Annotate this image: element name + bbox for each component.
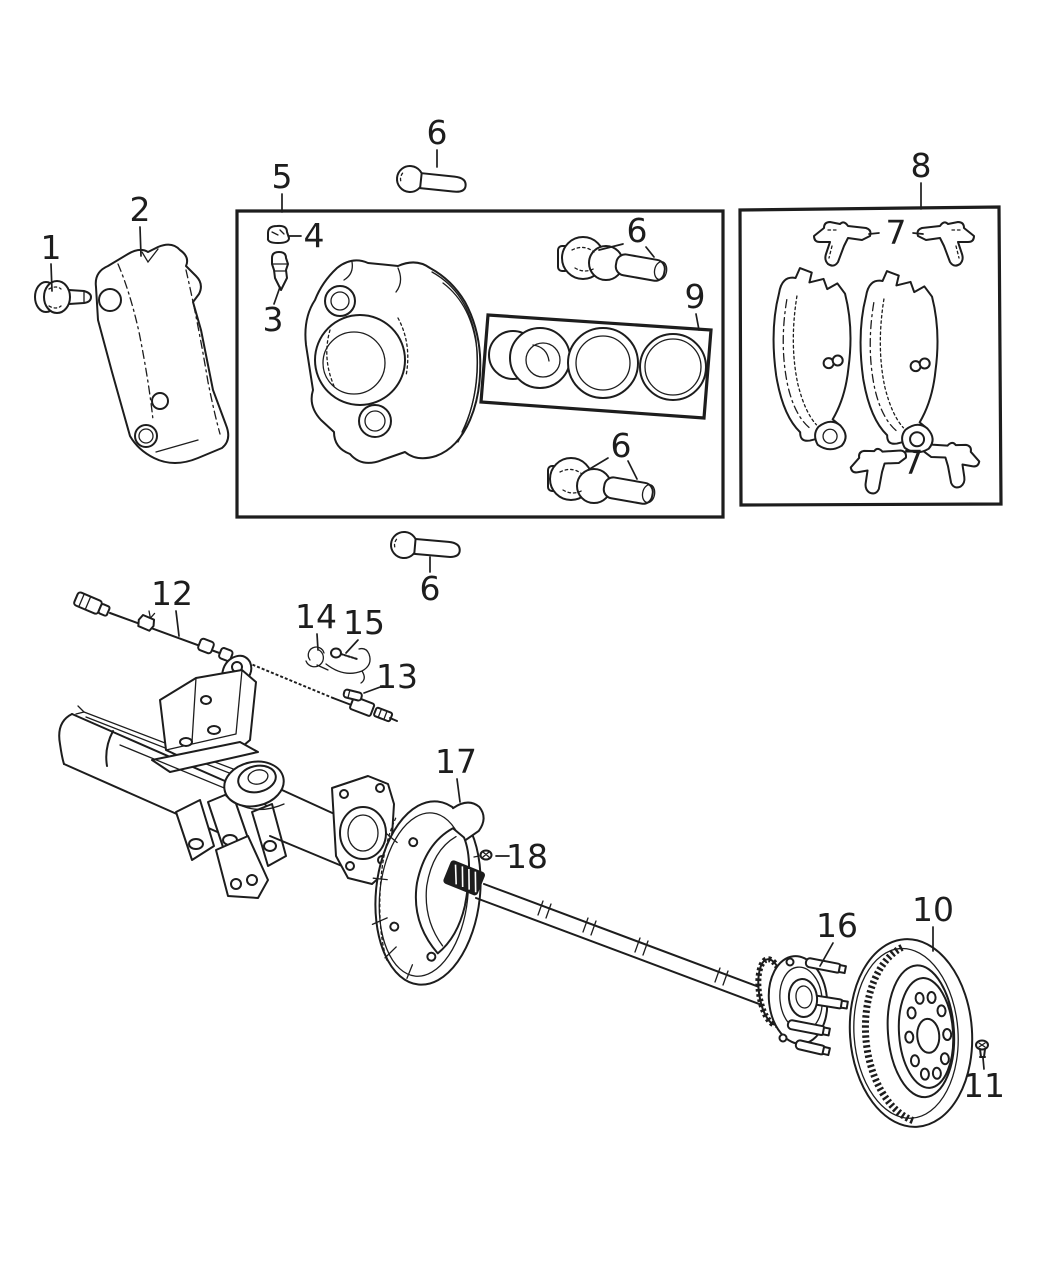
brake-dust-shield-drawing: [371, 800, 485, 986]
leader-line: [695, 313, 700, 331]
pad-clip-upper-left-drawing: [813, 221, 872, 267]
caliper-kit-box: [235, 209, 725, 519]
mounting-bolt-drawing: [34, 280, 92, 314]
leader-line: [345, 639, 359, 654]
guide-pin-top-drawing: [396, 165, 467, 193]
callout-label-7-12: 7: [903, 443, 924, 482]
shield-screw-drawing: [473, 849, 493, 861]
leader-line: [627, 460, 638, 480]
callout-label-3-4: 3: [263, 300, 284, 339]
leader-line: [868, 232, 880, 235]
callout-label-14-14: 14: [295, 597, 337, 636]
sensor-clip-drawing: [305, 646, 329, 671]
pad-clip-lower-right-drawing: [922, 441, 981, 489]
callout-label-9-7: 9: [685, 277, 706, 316]
callout-label-10-20: 10: [912, 890, 954, 929]
leader-line: [273, 286, 281, 305]
wheel-stud: [804, 957, 847, 975]
axle-housing-drawing: [58, 654, 395, 899]
brake-pad-right-drawing: [859, 270, 939, 454]
wheel-stud: [794, 1039, 831, 1057]
guide-bushing-lower-drawing: [547, 457, 656, 505]
pad-kit-box: [738, 205, 1003, 507]
leader-line: [587, 457, 609, 471]
pad-clip-upper-right-drawing: [916, 221, 975, 267]
callout-label-6-6: 6: [627, 211, 648, 250]
leader-line: [316, 633, 319, 651]
callout-label-15-15: 15: [343, 603, 385, 642]
guide-bushing-upper-drawing: [557, 236, 668, 282]
callout-label-6-5: 6: [427, 113, 448, 152]
callout-label-6-8: 6: [611, 426, 632, 465]
callout-label-11-21: 11: [963, 1066, 1005, 1105]
leader-line: [982, 1057, 985, 1070]
retainer-pin-drawing: [342, 688, 363, 702]
kit-box-layer: [235, 205, 1003, 519]
axle-shaft-drawing: [443, 860, 787, 1012]
leader-line: [598, 243, 624, 251]
callout-label-4-3: 4: [304, 216, 325, 255]
clip-bolt-drawing: [325, 647, 371, 684]
leader-line: [456, 778, 461, 803]
callout-label-18-18: 18: [506, 837, 548, 876]
piston-and-seals-drawing: [488, 327, 707, 401]
hub-bearing-drawing: [755, 955, 849, 1057]
brake-rotor-drawing: [848, 938, 974, 1128]
leader-line: [139, 226, 142, 257]
leader-line: [912, 232, 924, 235]
bleeder-screw-drawing: [271, 251, 289, 291]
rotor-screw-drawing: [975, 1039, 989, 1058]
callout-label-16-19: 16: [816, 906, 858, 945]
callout-label-8-10: 8: [911, 146, 932, 185]
callout-label-2-1: 2: [130, 190, 151, 229]
callout-label-13-16: 13: [376, 657, 418, 696]
abs-sensor-wire-drawing: [73, 591, 398, 723]
callout-label-5-2: 5: [272, 157, 293, 196]
caliper-adapter-drawing: [94, 243, 230, 464]
wheel-stud: [786, 1019, 831, 1037]
leader-line: [645, 246, 655, 258]
callout-label-17-17: 17: [435, 742, 477, 781]
guide-pin-bottom-drawing: [390, 531, 461, 559]
callout-label-6-9: 6: [420, 569, 441, 608]
leader-line: [819, 942, 834, 967]
bleeder-cap-drawing: [266, 224, 290, 244]
leader-line: [50, 263, 53, 292]
callout-label-1-0: 1: [41, 228, 62, 267]
brake-pad-left-drawing: [772, 267, 852, 451]
brake-caliper-drawing: [304, 259, 482, 464]
leader-line: [175, 610, 180, 637]
leader-line: [363, 685, 384, 694]
rotor-bolt-holes: [904, 990, 953, 1081]
callout-label-7-11: 7: [886, 213, 907, 252]
seal-kit-box: [479, 313, 713, 420]
callout-label-12-13: 12: [151, 574, 193, 613]
pad-clip-lower-left-drawing: [849, 447, 908, 495]
